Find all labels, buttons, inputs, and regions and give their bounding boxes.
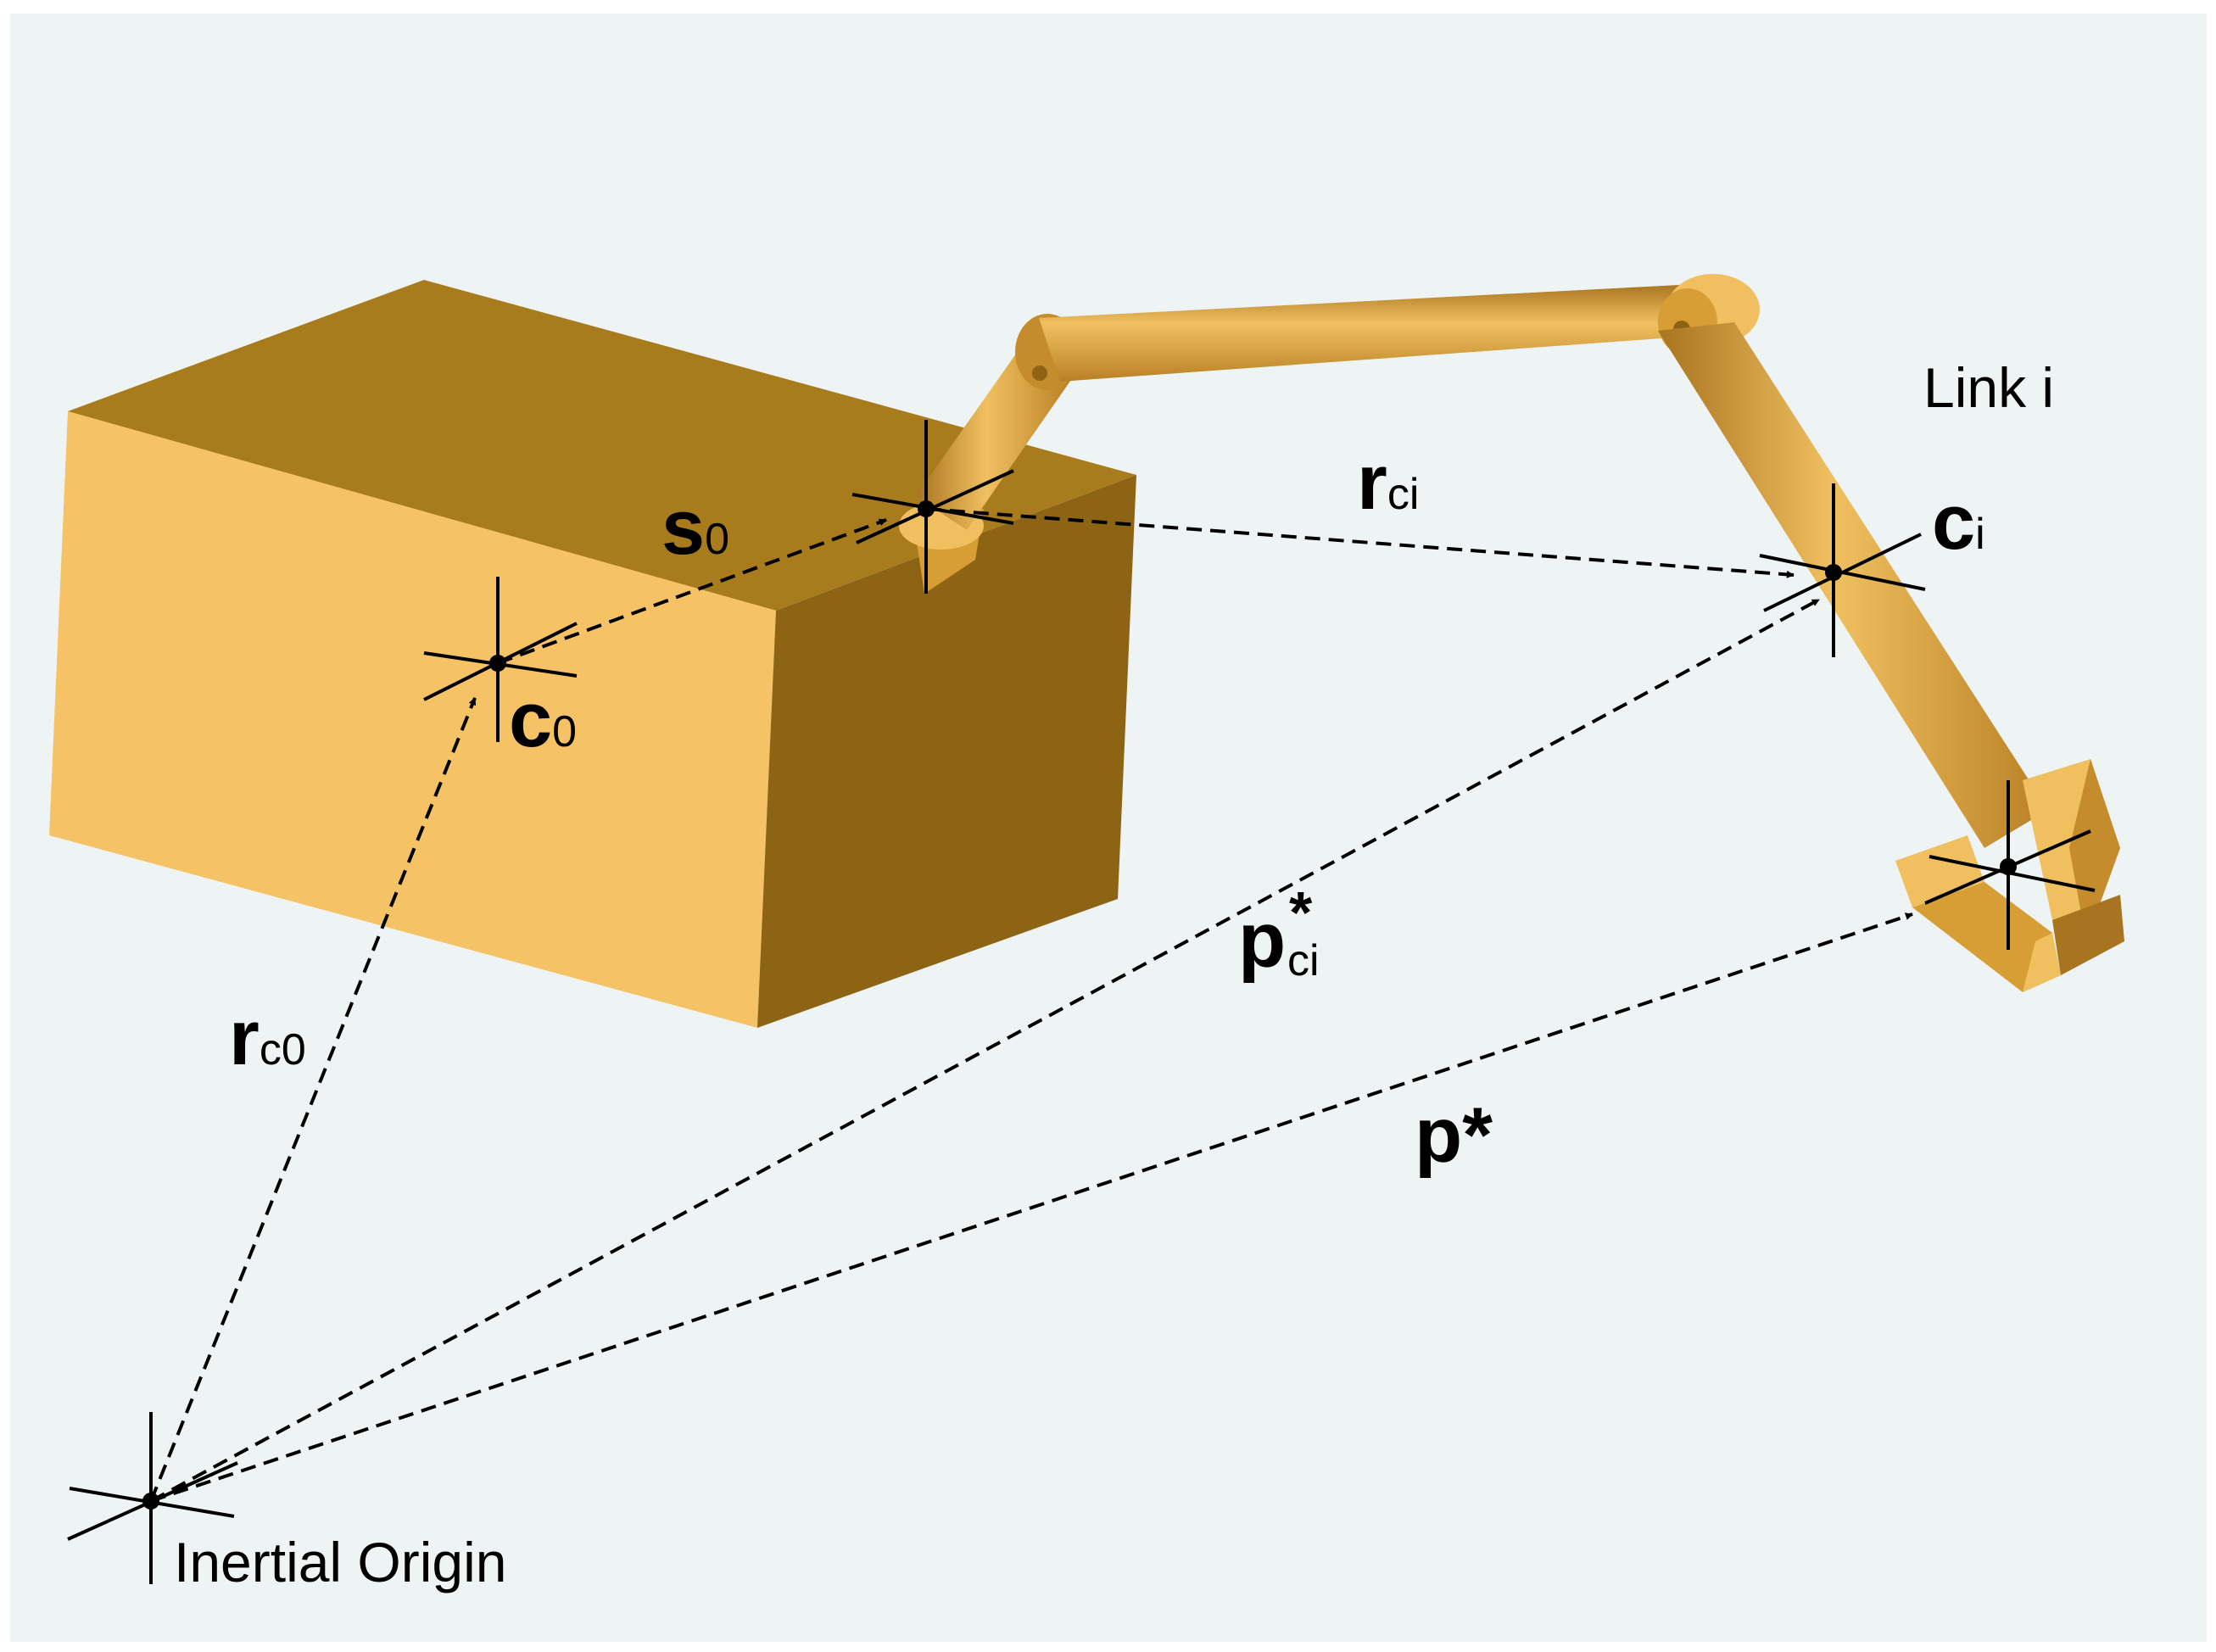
pci-star-label: p — [1238, 897, 1286, 984]
gripper-back-shade — [2069, 759, 2120, 941]
base-body-front-face — [49, 411, 776, 1028]
base-body — [49, 280, 1136, 1028]
c0-label: c0 — [509, 677, 577, 763]
ci-label: ci — [1932, 479, 1985, 566]
gripper-bottom-plate — [1912, 882, 2061, 992]
vector-s0 — [497, 518, 887, 665]
frame-s0-joint — [851, 420, 1014, 594]
base-body-top-face — [68, 280, 1136, 611]
frame-ci — [1759, 483, 1926, 657]
frame-inertial-origin — [67, 1412, 238, 1584]
s0-joint-point — [918, 500, 935, 517]
manipulator-arm — [899, 274, 2124, 992]
pci-star-subscript: ci — [1287, 936, 1320, 985]
inertial-origin-point — [142, 1493, 159, 1510]
elbow-joint-1-pin — [1032, 366, 1047, 381]
gripper-right-block — [2052, 895, 2124, 975]
gripper-finger-left — [1895, 835, 1984, 907]
reference-frames — [67, 420, 2096, 1584]
p-star-label: p* — [1415, 1092, 1493, 1179]
base-body-side-face — [757, 475, 1136, 1028]
s0-label: s0 — [661, 484, 729, 571]
frame-end-effector — [1924, 780, 2096, 950]
arm-link-2 — [1039, 284, 1709, 382]
vector-p-star — [150, 913, 1913, 1503]
gripper-bottom-edge — [2023, 933, 2061, 992]
vector-pci-star — [150, 598, 1820, 1503]
labels: Link i Inertial Origin s0 c0 ci rc0 rci … — [174, 356, 2054, 1593]
inertial-origin-label: Inertial Origin — [174, 1531, 507, 1593]
vectors — [149, 507, 1913, 1503]
rc0-label: rc0 — [229, 995, 306, 1081]
end-effector-point — [2000, 858, 2017, 875]
ci-point — [1825, 564, 1842, 581]
vector-rci — [925, 507, 1795, 578]
vector-rc0 — [149, 697, 477, 1502]
rci-label: rci — [1357, 439, 1419, 526]
link-i-label: Link i — [1923, 356, 2054, 419]
c0-point — [489, 655, 506, 672]
frame-c0 — [423, 577, 578, 742]
pci-star-superscript: * — [1289, 879, 1313, 946]
arm-link-i — [1658, 322, 2048, 848]
arm-link-1 — [916, 339, 1073, 530]
gripper — [1895, 759, 2124, 992]
